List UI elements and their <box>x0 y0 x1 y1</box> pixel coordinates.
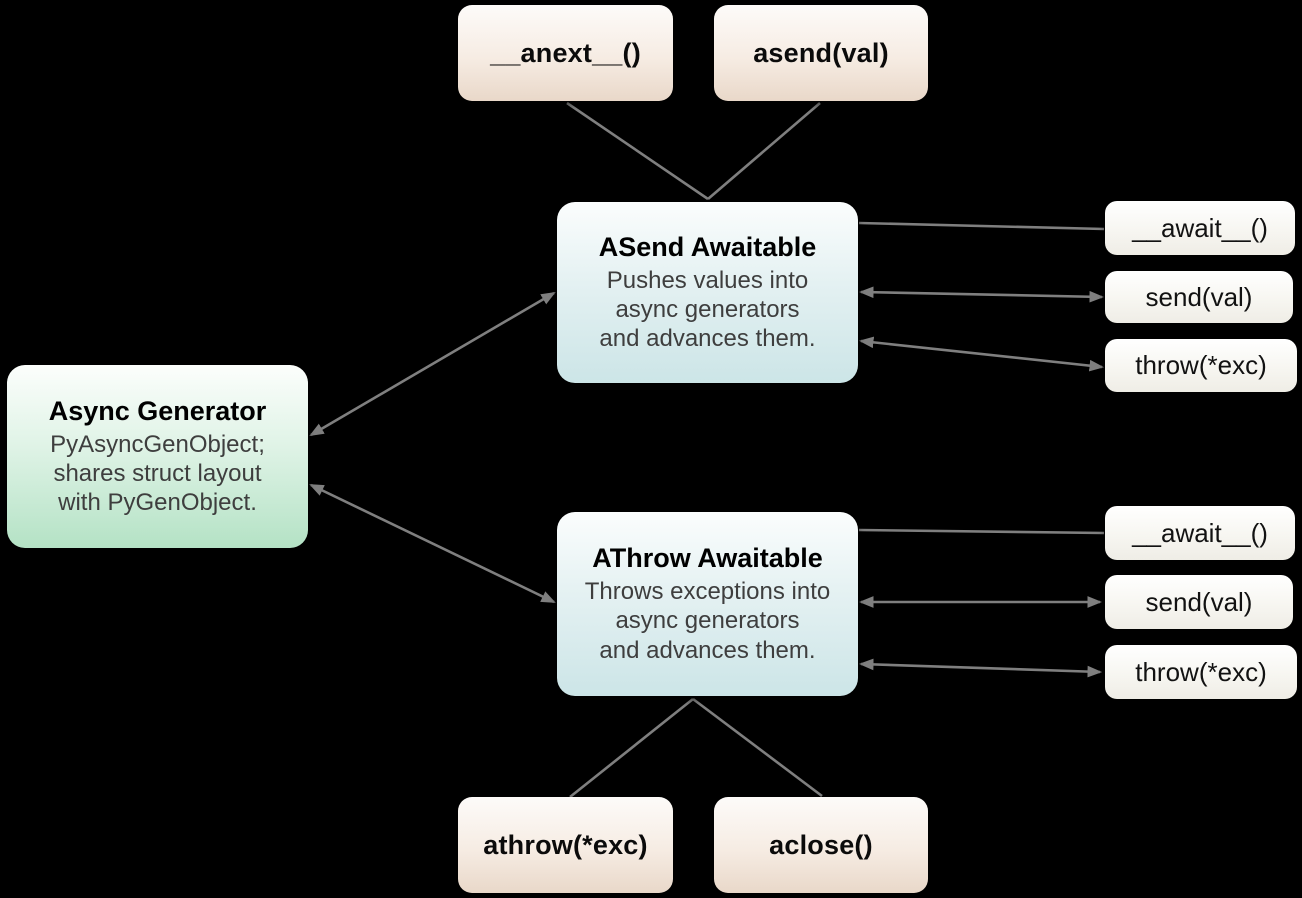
athrow-throw-protocol-box: throw(*exc) <box>1105 645 1297 699</box>
asend-awaitable-title: ASend Awaitable <box>598 231 817 262</box>
edge-anext-to-asend-awaitable <box>566 101 709 201</box>
asend-throw-protocol-label: throw(*exc) <box>1135 350 1267 380</box>
anext-method-box: __anext__() <box>458 5 673 101</box>
async-generator-description: PyAsyncGenObject; shares struct layout w… <box>50 430 265 517</box>
asend-awaitable-description: Pushes values into async generators and … <box>599 266 816 353</box>
athrow-throw-protocol-label: throw(*exc) <box>1135 656 1267 687</box>
athrow-awaitable-title: AThrow Awaitable <box>592 543 823 574</box>
edge-athrow-awaitable-throw <box>858 658 1103 678</box>
edge-athrow-to-athrow-awaitable <box>569 697 694 799</box>
asend-await-protocol-label: __await__() <box>1132 212 1268 243</box>
asend-send-protocol-label: send(val) <box>1145 281 1253 312</box>
anext-method-label: __anext__() <box>490 37 641 68</box>
athrow-send-protocol-label: send(val) <box>1145 586 1253 617</box>
aclose-method-box: aclose() <box>714 797 928 893</box>
asend-send-protocol-box: send(val) <box>1105 271 1293 323</box>
athrow-awaitable-node: AThrow Awaitable Throws exceptions into … <box>557 512 858 696</box>
edge-generator-asend-awaitable <box>309 291 556 437</box>
asend-method-box: asend(val) <box>714 5 928 101</box>
edge-asend-to-asend-awaitable <box>707 102 821 200</box>
asend-awaitable-node: ASend Awaitable Pushes values into async… <box>557 202 858 383</box>
async-generator-title: Async Generator <box>48 395 267 426</box>
athrow-awaitable-description: Throws exceptions into async generators … <box>584 578 831 664</box>
edge-athrow-awaitable-await <box>858 528 1105 535</box>
athrow-await-protocol-box: __await__() <box>1105 506 1295 560</box>
edge-asend-awaitable-throw <box>858 336 1105 372</box>
asend-await-protocol-box: __await__() <box>1105 201 1295 255</box>
edge-asend-awaitable-send <box>858 286 1105 303</box>
edge-asend-awaitable-await <box>858 221 1105 231</box>
athrow-send-protocol-box: send(val) <box>1105 575 1293 629</box>
edge-generator-athrow-awaitable <box>309 483 556 604</box>
asend-method-label: asend(val) <box>753 37 889 68</box>
athrow-await-protocol-label: __await__() <box>1132 517 1268 548</box>
asend-throw-protocol-box: throw(*exc) <box>1105 339 1297 392</box>
aclose-method-label: aclose() <box>769 829 873 860</box>
async-generator-node: Async Generator PyAsyncGenObject; shares… <box>7 365 308 548</box>
athrow-method-box: athrow(*exc) <box>458 797 673 893</box>
edge-aclose-to-athrow-awaitable <box>692 697 823 798</box>
athrow-method-label: athrow(*exc) <box>483 829 648 860</box>
